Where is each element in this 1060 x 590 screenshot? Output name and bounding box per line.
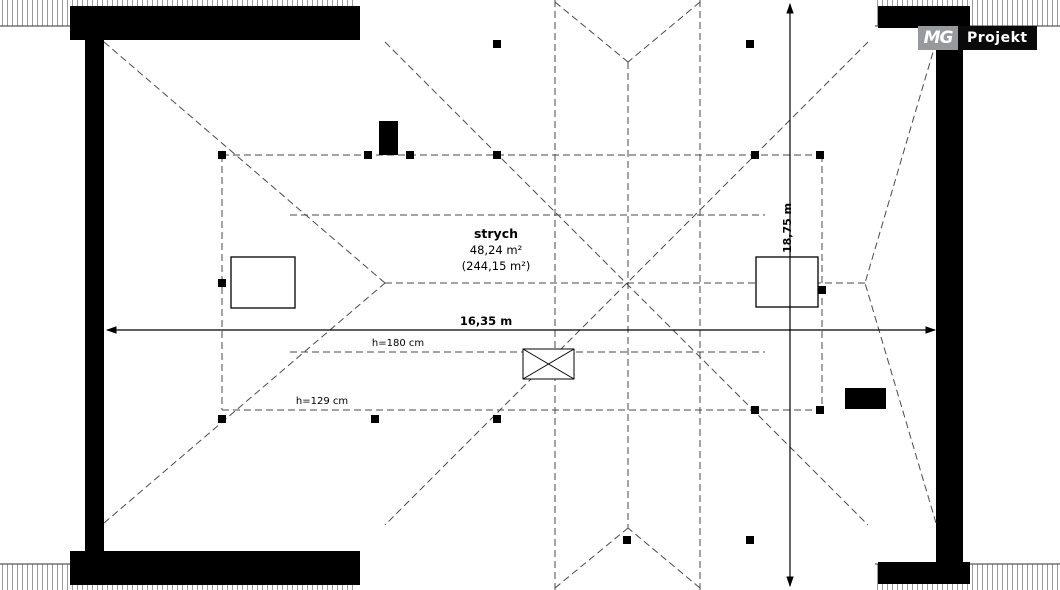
wall-right xyxy=(936,28,963,562)
dimension-depth-label: 18,75 m xyxy=(781,202,794,254)
room-label: strych 48,24 m² (244,15 m²) xyxy=(416,226,576,274)
wall-bottom-right xyxy=(878,562,970,584)
chimney-left xyxy=(379,121,398,155)
room-name: strych xyxy=(473,226,519,241)
wall-bottom-left xyxy=(70,551,360,585)
wall-left xyxy=(85,40,104,552)
dimension-lines xyxy=(105,2,937,588)
post-markers xyxy=(218,40,826,544)
logo-mg: MG xyxy=(918,26,958,50)
roof-window-right xyxy=(755,256,819,308)
mg-projekt-logo: MG Projekt xyxy=(918,26,1037,50)
room-area-total: (244,15 m²) xyxy=(461,259,531,273)
room-area: 48,24 m² xyxy=(469,243,523,257)
roof-window-left xyxy=(230,256,296,309)
skylight-symbol xyxy=(522,348,575,380)
wall-top-left xyxy=(70,6,360,40)
chimney-right xyxy=(845,388,886,409)
logo-projekt: Projekt xyxy=(958,26,1037,50)
height-line-129-label: h=129 cm xyxy=(288,396,356,407)
height-line-180-label: h=180 cm xyxy=(364,338,432,349)
dimension-width-label: 16,35 m xyxy=(459,314,513,328)
exterior-walls xyxy=(70,6,970,585)
wall-top-right xyxy=(878,6,970,28)
